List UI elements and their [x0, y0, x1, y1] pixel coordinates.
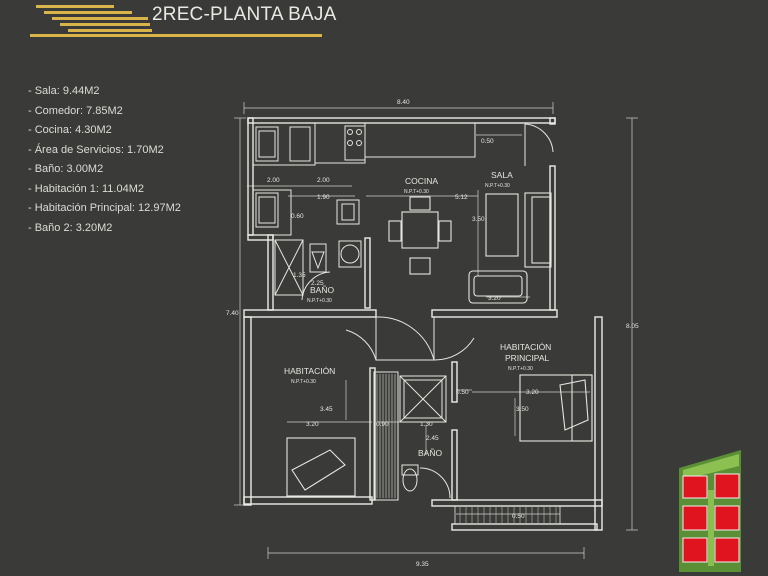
dim-0-90: 0.90 [376, 421, 389, 428]
room-label-hab-principal-2: PRINCIPAL [505, 353, 550, 363]
dim-3-20-sala: 3.20 [488, 295, 501, 302]
dim-3-50-hp: 3.50 [516, 406, 529, 413]
page-title: 2REC-PLANTA BAJA [152, 4, 337, 25]
site-block [682, 537, 708, 563]
area-item-bano-2: - Baño 2: 3.20M2 [28, 221, 113, 234]
room-label-hab-principal-1: HABITACIÓN [500, 342, 551, 352]
room-label-bano-bottom: BAÑO [418, 448, 442, 458]
bathroom-top-fixtures [274, 239, 362, 301]
dim-0-50-bottom: 0.50 [512, 513, 525, 520]
balcony [454, 505, 561, 525]
area-item-habitacion-principal: - Habitación Principal: 12.97M2 [28, 202, 181, 214]
room-labels: COCINA SALA BAÑO HABITACIÓN HABITACIÓN P… [284, 170, 551, 458]
dim-2-45: 2.45 [426, 435, 439, 442]
area-item-servicios: - Área de Servicios: 1.70M2 [28, 143, 164, 156]
dim-0-50-top: 0.50 [481, 138, 494, 145]
room-label-habitacion: HABITACIÓN [284, 366, 335, 376]
area-list: - Sala: 9.44M2 - Comedor: 7.85M2 - Cocin… [28, 82, 181, 238]
area-item-bano: - Baño: 3.00M2 [28, 163, 104, 175]
dimension-labels: 8.40 9.35 7.40 8.05 2.00 2.00 1.90 5.12 … [226, 99, 639, 568]
site-block [682, 475, 708, 499]
level-habitacion: N.P.T+0.30 [291, 379, 316, 385]
dim-1-30: 1.30 [420, 421, 433, 428]
site-block [682, 505, 708, 531]
area-item-comedor: - Comedor: 7.85M2 [28, 104, 123, 117]
dim-3-20-hab: 3.20 [306, 421, 319, 428]
title-underline [30, 34, 322, 37]
bathroom-bottom-fixtures [399, 375, 447, 492]
site-block [714, 473, 740, 499]
area-item-habitacion-1: - Habitación 1: 11.04M2 [28, 182, 144, 195]
dim-5-12: 5.12 [455, 194, 468, 201]
site-block [714, 537, 740, 563]
dim-left-height: 7.40 [226, 310, 239, 317]
dim-bottom-width: 9.35 [416, 561, 429, 568]
dim-right-height: 8.05 [626, 323, 639, 330]
site-strip [683, 454, 739, 480]
dim-1-35: 1.35 [293, 272, 306, 279]
level-bano-top: N.P.T+0.30 [307, 298, 332, 304]
level-sala: N.P.T+0.30 [485, 183, 510, 189]
living-furniture [468, 192, 552, 304]
dim-0-60: 0.60 [291, 213, 304, 220]
dim-2-00-b: 2.00 [317, 177, 330, 184]
site-path [708, 490, 714, 566]
beds [286, 374, 593, 497]
dim-3-45: 3.45 [320, 406, 333, 413]
dining-table [388, 196, 452, 275]
dim-3-50-sala: 3.50 [472, 216, 485, 223]
dim-1-90: 1.90 [317, 194, 330, 201]
closet-hatch [373, 371, 399, 501]
dim-top-width: 8.40 [397, 99, 410, 106]
level-hab-principal: N.P.T+0.30 [508, 366, 533, 372]
dim-2-25: 2.25 [311, 280, 324, 287]
area-item-sala: - Sala: 9.44M2 [28, 85, 100, 97]
area-item-cocina: - Cocina: 4.30M2 [28, 124, 112, 136]
kitchen-fixtures [252, 122, 554, 236]
dimension-lines [234, 102, 638, 559]
dim-3-20-hp: 3.20 [526, 389, 539, 396]
level-cocina: N.P.T+0.30 [404, 189, 429, 195]
door-swings [345, 316, 475, 499]
room-label-bano-top: BAÑO [310, 285, 334, 295]
logo-bars [34, 2, 154, 38]
room-label-sala: SALA [491, 170, 513, 180]
dim-2-00-a: 2.00 [267, 177, 280, 184]
site-thumbnail [679, 450, 741, 572]
dim-0-50-mid: 0.50 [456, 389, 469, 396]
level-labels: N.P.T+0.30 N.P.T+0.30 N.P.T+0.30 N.P.T+0… [291, 183, 533, 385]
site-block [714, 505, 740, 531]
room-label-cocina: COCINA [405, 176, 438, 186]
